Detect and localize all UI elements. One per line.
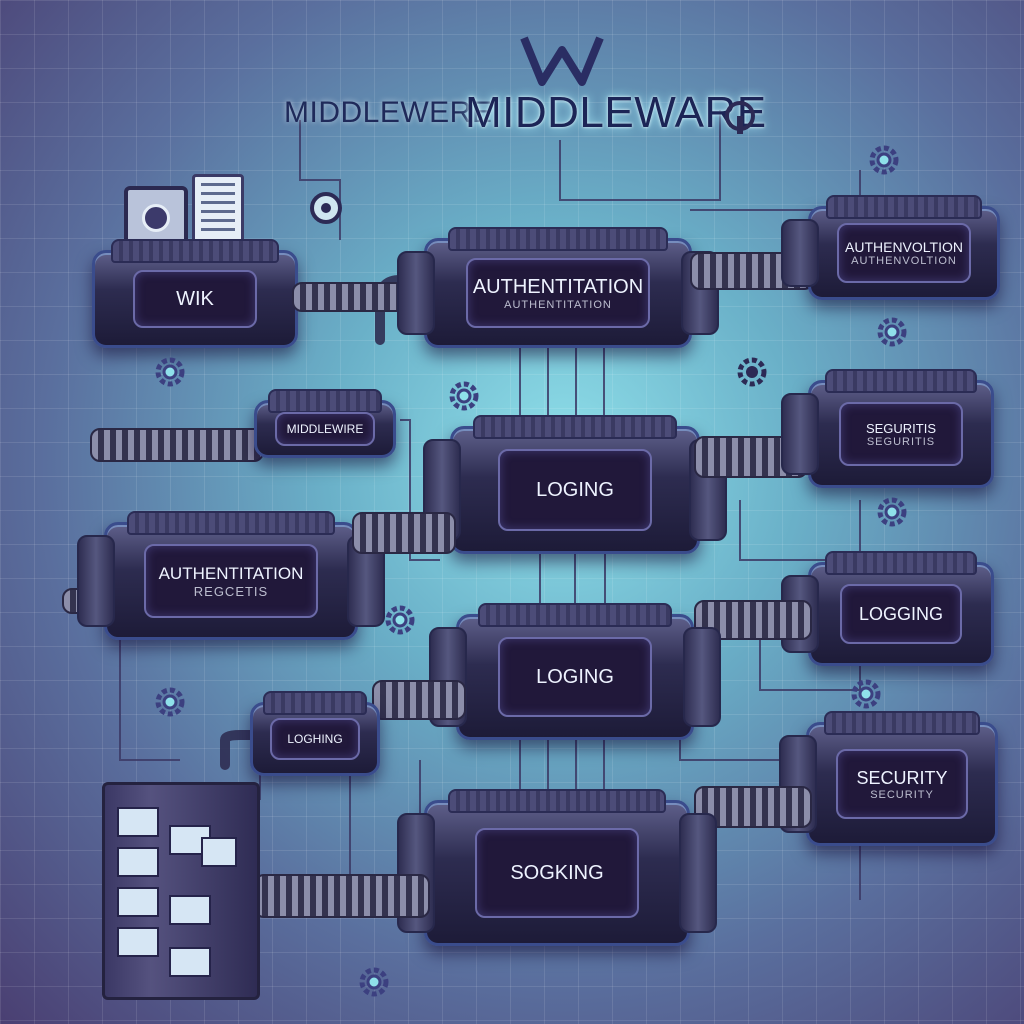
middlewire-module[interactable]: MIDDLEWIRE xyxy=(254,389,396,458)
middlewire-label: MIDDLEWIRE xyxy=(286,422,364,436)
logo-icon: W xyxy=(520,36,604,86)
security-module-right[interactable]: SEGURITIS SEGURITIS xyxy=(781,369,994,488)
security-label: SECURITY xyxy=(856,767,948,788)
authenvoltion-label: AUTHENVOLTION xyxy=(845,239,963,255)
gear-icon xyxy=(449,381,479,411)
gear-icon xyxy=(877,317,907,347)
sogking-module[interactable]: SOGKING xyxy=(397,789,717,946)
server-icon xyxy=(102,782,260,1000)
cable xyxy=(694,600,812,640)
logging-label: LOGING xyxy=(536,478,614,501)
logging-module-right[interactable]: LOGGING xyxy=(781,551,994,666)
gear-icon xyxy=(737,357,767,387)
sogking-label: SOGKING xyxy=(510,861,604,884)
cable xyxy=(694,786,812,828)
authentication-module-top[interactable]: AUTHENTITATION AUTHENTITATION xyxy=(397,227,719,348)
cable xyxy=(90,428,264,462)
authentication-left-sublabel: REGCETIS xyxy=(193,583,269,599)
authentication-sublabel: AUTHENTITATION xyxy=(504,298,612,311)
seguritis-sublabel: SEGURITIS xyxy=(866,435,936,448)
lock-icon xyxy=(725,101,755,134)
loghing-label: LOGHING xyxy=(287,732,343,746)
logging-2-label: LOGING xyxy=(536,665,614,688)
loghing-module-small[interactable]: LOGHING xyxy=(250,691,380,776)
cable xyxy=(352,512,456,554)
gear-icon xyxy=(155,687,185,717)
gear-icon xyxy=(359,967,389,997)
security-sublabel: SECURITY xyxy=(870,788,934,801)
gear-icon xyxy=(877,497,907,527)
authentication-module-left[interactable]: AUTHENTITATION REGCETIS xyxy=(77,511,385,640)
gear-icon xyxy=(385,605,415,635)
logging-right-label: LOGGING xyxy=(858,603,943,624)
document-icon xyxy=(192,174,244,246)
authenvoltion-module[interactable]: AUTHENVOLTION AUTHENVOLTION xyxy=(781,195,1000,300)
logging-module-1[interactable]: LOGING xyxy=(423,415,727,554)
authentication-left-label: AUTHENTITATION xyxy=(158,563,304,583)
seguritis-label: SEGURITIS xyxy=(865,420,937,436)
cable xyxy=(372,680,466,720)
gear-icon xyxy=(851,679,881,709)
title-secondary: MIDDLEWERE xyxy=(284,96,493,129)
wik-module[interactable]: WIK xyxy=(92,239,298,348)
page-title: MIDDLEWARE xyxy=(465,88,767,137)
authenvoltion-sublabel: AUTHENVOLTION xyxy=(851,255,957,267)
wik-label: WIK xyxy=(176,287,214,310)
logging-module-2[interactable]: LOGING xyxy=(429,603,721,740)
security-module[interactable]: SECURITY SECURITY xyxy=(779,711,998,846)
gear-icon xyxy=(869,145,899,175)
gear-icon xyxy=(155,357,185,387)
lock-icon xyxy=(310,192,342,224)
authentication-label: AUTHENTITATION xyxy=(472,275,644,298)
cable xyxy=(254,874,430,918)
